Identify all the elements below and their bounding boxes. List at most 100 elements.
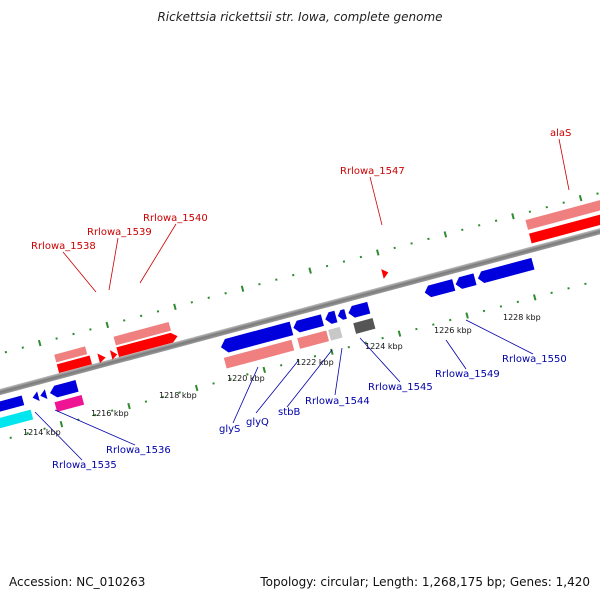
- gene-rrlowa-1549b[interactable]: [454, 273, 477, 290]
- forward-tick-mark: [156, 310, 160, 313]
- forward-tick-mark: [173, 303, 177, 310]
- gene-rrlowa-1539b[interactable]: [109, 349, 118, 360]
- forward-tick-mark: [562, 201, 565, 204]
- reverse-tick-mark: [110, 409, 114, 412]
- forward-tick-mark: [308, 267, 312, 274]
- gene-rrlowa-1535[interactable]: [0, 395, 25, 416]
- cds-rrlowa-1538[interactable]: [54, 346, 88, 363]
- misc-stbB[interactable]: [328, 326, 343, 341]
- reverse-tick-mark: [127, 402, 131, 410]
- gene-rrlowa-1544a[interactable]: [337, 309, 347, 321]
- forward-features: [54, 199, 600, 374]
- forward-tick-mark: [376, 249, 380, 256]
- reverse-tick-mark: [26, 432, 29, 435]
- gene-rrlowa-1539[interactable]: [97, 352, 106, 364]
- reverse-tick-mark: [59, 421, 64, 428]
- gene-glyQ[interactable]: [292, 314, 324, 333]
- tick-label-1228: 1228 kbp: [503, 313, 541, 322]
- forward-tick-mark: [359, 255, 363, 259]
- genome-summary-text: Topology: circular; Length: 1,268,175 bp…: [260, 575, 590, 589]
- gene-rrlowa-1536[interactable]: [48, 380, 79, 399]
- tick-label-1226: 1226 kbp: [434, 326, 472, 335]
- forward-tick-mark: [139, 314, 143, 318]
- gene-rrlowa-1536a[interactable]: [31, 391, 40, 402]
- gene-glyS[interactable]: [219, 321, 294, 354]
- forward-tick-mark: [72, 332, 75, 336]
- rna-rrlowa-1535[interactable]: [0, 409, 34, 431]
- label-rrlowa-1550: Rrlowa_1550: [502, 354, 567, 365]
- label-rrlowa-1544: Rrlowa_1544: [305, 396, 370, 407]
- cds-alaS[interactable]: [525, 199, 600, 230]
- reverse-tick-mark: [465, 312, 469, 319]
- trna-rrlowa-1536[interactable]: [54, 394, 85, 412]
- reverse-tick-mark: [499, 305, 503, 308]
- accession-text: Accession: NC_010263: [9, 575, 146, 589]
- reverse-tick-mark: [482, 309, 486, 313]
- reverse-tick-mark: [94, 413, 97, 417]
- gene-stbB[interactable]: [324, 310, 338, 325]
- gene-rrlowa-1538[interactable]: [56, 355, 92, 374]
- gene-rrlowa-1540[interactable]: [116, 331, 178, 358]
- forward-tick-mark: [410, 242, 413, 245]
- forward-tick-mark: [4, 350, 8, 354]
- misc-rrlowa-1545[interactable]: [353, 318, 376, 334]
- forward-tick-mark: [258, 282, 261, 286]
- reverse-tick-mark: [229, 377, 232, 381]
- callout-lines: [34, 138, 570, 461]
- tick-label-1216: 1216 kbp: [91, 409, 129, 418]
- reverse-tick-mark: [448, 318, 452, 322]
- map-title: Rickettsia rickettsii str. Iowa, complet…: [157, 10, 443, 24]
- forward-tick-mark: [393, 246, 396, 250]
- gene-rrlowa-1547[interactable]: [381, 268, 389, 279]
- forward-tick-mark: [37, 339, 42, 347]
- label-alaS: alaS: [550, 128, 571, 139]
- tick-label-1220: 1220 kbp: [227, 374, 265, 383]
- gene-rrlowa-1550[interactable]: [476, 257, 535, 284]
- reverse-tick-mark: [567, 287, 570, 290]
- cds-glyQ[interactable]: [297, 330, 330, 349]
- forward-tick-mark: [240, 285, 245, 292]
- forward-tick-mark: [207, 296, 210, 299]
- forward-tick-row: [4, 192, 599, 354]
- reverse-tick-mark: [347, 345, 351, 349]
- reverse-tick-mark: [313, 355, 317, 358]
- tick-label-1214: 1214 kbp: [23, 428, 61, 437]
- forward-tick-mark: [275, 278, 278, 281]
- forward-tick-mark: [21, 346, 25, 349]
- reverse-tick-mark: [178, 391, 181, 394]
- gene-alaS[interactable]: [529, 212, 600, 244]
- reverse-tick-mark: [161, 395, 165, 399]
- tick-label-1222: 1222 kbp: [296, 358, 334, 367]
- tick-label-1224: 1224 kbp: [365, 342, 403, 351]
- reverse-tick-mark: [194, 384, 199, 392]
- cds-glyS[interactable]: [223, 339, 295, 369]
- reverse-tick-mark: [43, 427, 46, 430]
- gene-rrlowa-1544[interactable]: [347, 301, 371, 319]
- label-glyS: glyS: [219, 424, 240, 435]
- reverse-tick-mark: [144, 400, 148, 403]
- reverse-tick-mark: [415, 327, 418, 331]
- gene-rrlowa-1536b[interactable]: [39, 389, 48, 400]
- forward-tick-mark: [105, 321, 110, 329]
- cds-rrlowa-1540[interactable]: [113, 321, 171, 346]
- tick-label-1218: 1218 kbp: [159, 391, 197, 400]
- reverse-tick-mark: [550, 291, 553, 295]
- forward-tick-mark: [55, 337, 58, 340]
- reverse-tick-mark: [279, 364, 283, 367]
- reverse-tick-mark: [584, 282, 587, 286]
- forward-tick-mark: [292, 273, 295, 277]
- reverse-tick-mark: [262, 366, 267, 374]
- gene-rrlowa-1549a[interactable]: [423, 279, 456, 298]
- forward-tick-mark: [461, 228, 464, 232]
- reverse-tick-mark: [532, 294, 537, 301]
- label-rrlowa-1538: Rrlowa_1538: [31, 241, 96, 252]
- label-rrlowa-1540: Rrlowa_1540: [143, 213, 208, 224]
- label-rrlowa-1539: Rrlowa_1539: [87, 227, 152, 238]
- label-glyQ: glyQ: [246, 417, 269, 428]
- label-rrlowa-1535: Rrlowa_1535: [52, 460, 117, 471]
- genome-backbone: [0, 218, 600, 401]
- reverse-tick-mark: [381, 336, 384, 340]
- forward-tick-mark: [342, 260, 346, 263]
- forward-tick-mark: [224, 292, 227, 295]
